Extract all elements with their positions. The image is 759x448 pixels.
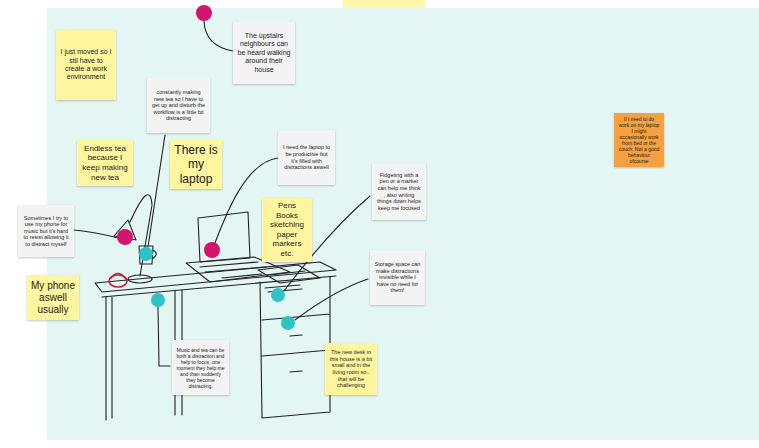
note-text: Endless tea because I keep making new te… — [81, 144, 129, 182]
laptop-keys — [200, 262, 266, 278]
dot — [204, 242, 220, 258]
dot — [117, 229, 133, 245]
note-text: Sometimes I try to use my phone for musi… — [22, 215, 70, 248]
sticky-note: Music and tea can be both a distraction … — [172, 340, 229, 395]
sticky-note: If i need to do work on my laptop I migh… — [614, 113, 664, 167]
note-text: Pens Books sketching paper markers etc. — [266, 201, 308, 259]
sticky-note: Sometimes I try to use my phone for musi… — [18, 205, 74, 257]
leader-line — [204, 21, 233, 51]
tea-mug — [139, 246, 156, 264]
leader-line — [158, 307, 170, 366]
leader-line — [148, 135, 165, 247]
note-text: constantly making new tea so I have to g… — [151, 89, 206, 122]
sticky-note: Pens Books sketching paper markers etc. — [262, 198, 312, 262]
note-text: Music and tea can be both a distraction … — [176, 347, 225, 389]
dots — [117, 5, 295, 330]
desk-leg — [106, 290, 182, 420]
board-area — [47, 8, 759, 440]
sticky-note: I need the laptop to be productive but i… — [278, 130, 335, 185]
note-text: The upstairs neighbours can be heard wal… — [237, 32, 291, 74]
desk-top — [95, 262, 336, 292]
sticky-note: The new desk in this house is a bit smal… — [325, 343, 377, 395]
note-text: There is my laptop — [174, 143, 218, 186]
sticky-note: There is my laptop — [170, 140, 222, 189]
dot — [151, 293, 165, 307]
note-text: I need the laptop to be productive but i… — [282, 144, 331, 170]
paper-stack — [258, 265, 320, 283]
sticky-note: My phone aswell usually — [27, 275, 79, 320]
sticky-edge — [343, 0, 425, 8]
note-text: I just moved so I stil have to create a … — [60, 48, 112, 82]
note-text: My phone aswell usually — [31, 280, 75, 316]
sticky-note: Storage space can make distractions invi… — [370, 250, 425, 305]
dot — [281, 316, 295, 330]
leader-line — [74, 230, 118, 238]
note-text: The new desk in this house is a bit smal… — [329, 349, 373, 389]
sticky-note: Endless tea because I keep making new te… — [77, 140, 133, 186]
sticky-note: Fidgeting with a pen or a marker can hel… — [372, 163, 426, 220]
sticky-note: I just moved so I stil have to create a … — [56, 30, 116, 100]
sticky-note: constantly making new tea so I have to g… — [147, 78, 210, 133]
sticky-note: The upstairs neighbours can be heard wal… — [233, 22, 295, 84]
note-text: Storage space can make distractions invi… — [374, 261, 421, 294]
drawer-handle — [290, 335, 302, 372]
note-text: If i need to do work on my laptop I migh… — [618, 116, 660, 164]
desk-edge — [102, 276, 336, 297]
dot — [139, 247, 153, 261]
note-text: Fidgeting with a pen or a marker can hel… — [376, 172, 422, 212]
leader-line — [295, 279, 368, 320]
dot — [271, 288, 285, 302]
desk-cabinet — [260, 277, 330, 418]
dot — [196, 5, 212, 21]
headphones — [110, 274, 126, 280]
